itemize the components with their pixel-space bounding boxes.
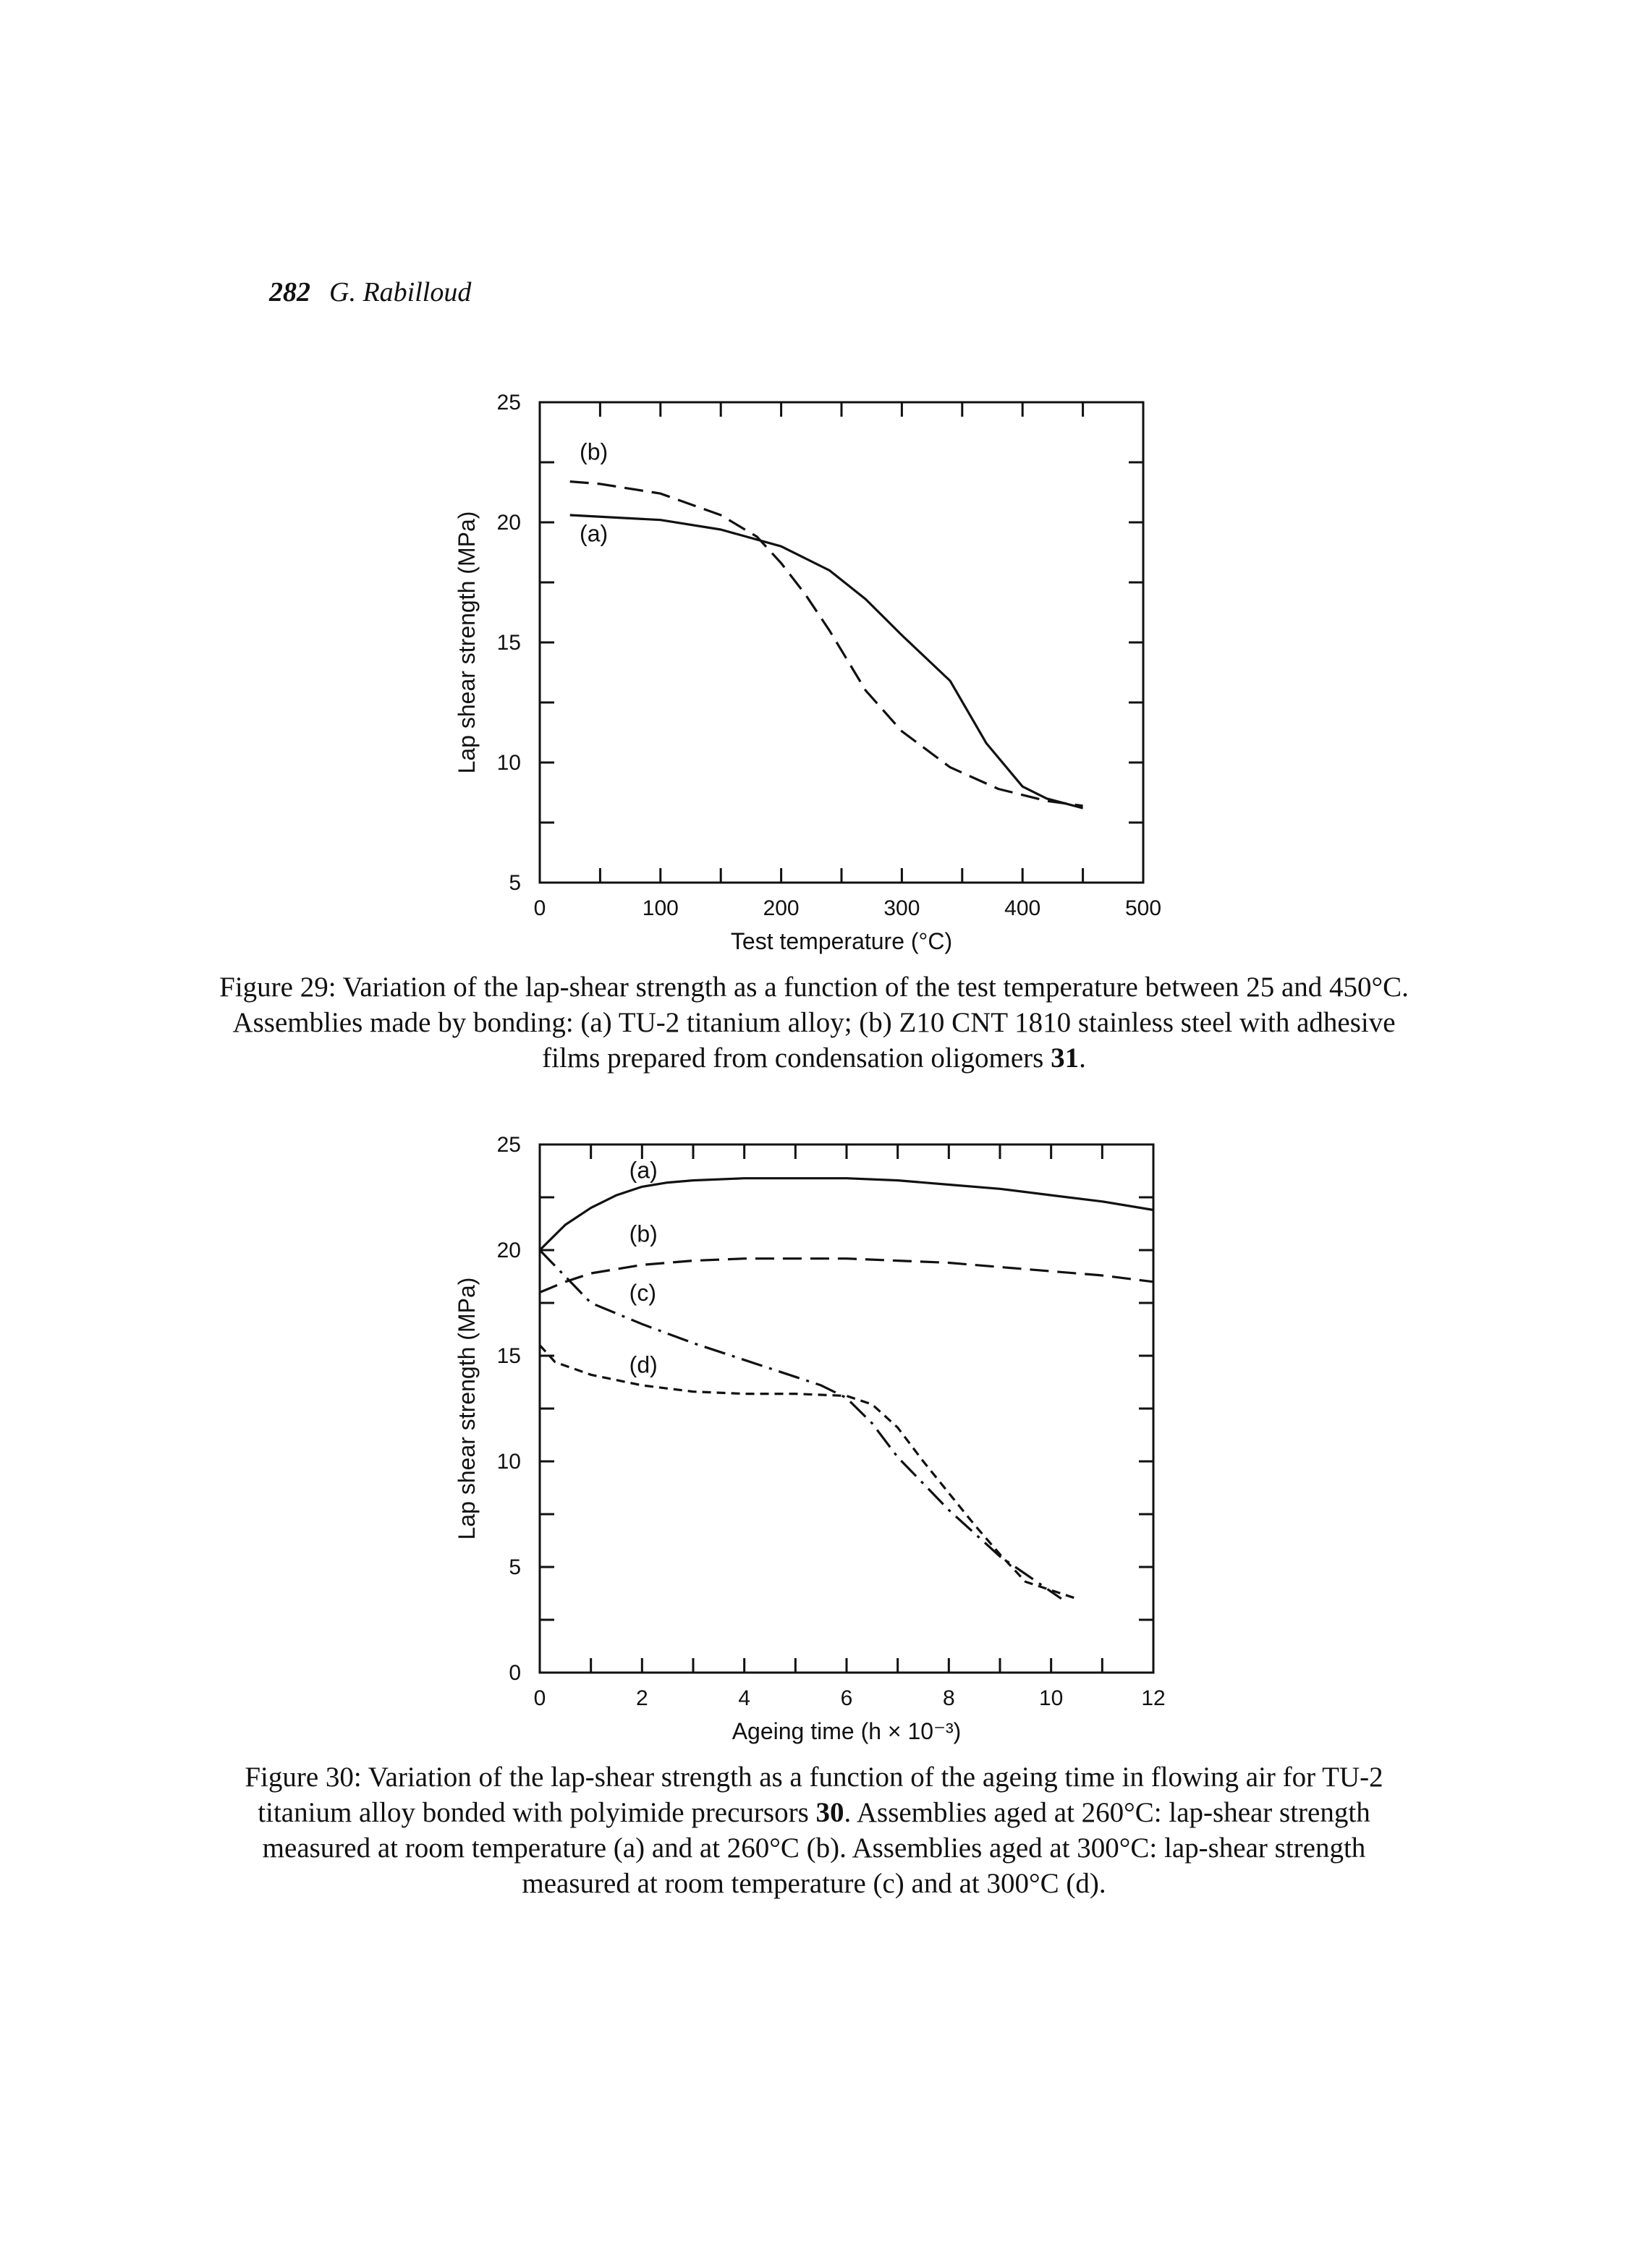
y-tick-label: 0 (509, 1661, 521, 1685)
x-tick-label: 2 (636, 1686, 648, 1710)
running-author: G. Rabilloud (329, 277, 472, 307)
figure-30-caption-text: Variation of the lap-shear strength as a… (258, 1762, 1383, 1828)
figure-30-caption: Figure 30: Variation of the lap-shear st… (217, 1759, 1411, 1901)
y-tick-label: 20 (497, 511, 521, 535)
x-axis-label: Test temperature (°C) (731, 928, 952, 954)
figure-30-caption-label: Figure 30: (245, 1762, 362, 1793)
y-tick-label: 20 (497, 1239, 521, 1262)
y-tick-label: 25 (497, 1133, 521, 1157)
series-line-d (538, 1344, 1077, 1600)
x-tick-label: 0 (534, 1686, 546, 1710)
series-label-a: (a) (629, 1158, 658, 1184)
series-label-d: (d) (629, 1351, 658, 1377)
series-label-b: (b) (580, 439, 608, 465)
figure-29-caption-label: Figure 29: (219, 972, 336, 1003)
x-tick-label: 500 (1125, 896, 1161, 920)
y-tick-label: 5 (509, 1555, 521, 1579)
figure-30-caption-ref: 30 (815, 1797, 844, 1828)
series-line-a (538, 1177, 1154, 1252)
series-label-c: (c) (629, 1280, 656, 1306)
series-label-b: (b) (629, 1220, 658, 1246)
y-tick-label: 25 (497, 391, 521, 415)
y-axis-label: Lap shear strength (MPa) (454, 511, 480, 774)
series-line-c (538, 1249, 1062, 1600)
y-axis-label: Lap shear strength (MPa) (454, 1278, 480, 1540)
figure-29-caption: Figure 29: Variation of the lap-shear st… (217, 969, 1411, 1076)
x-tick-label: 8 (943, 1686, 955, 1710)
x-tick-label: 0 (534, 896, 546, 920)
x-tick-label: 300 (883, 896, 920, 920)
x-axis-label: Ageing time (h × 10⁻³) (732, 1718, 962, 1744)
y-tick-label: 10 (497, 1450, 521, 1474)
x-tick-label: 200 (763, 896, 800, 920)
page-number: 282 (269, 277, 310, 307)
y-tick-label: 5 (509, 871, 521, 895)
figure-30-caption-end: . Assemblies aged at 260°C: lap-shear st… (262, 1797, 1370, 1899)
x-tick-label: 10 (1039, 1686, 1063, 1710)
series-line-a (569, 514, 1084, 810)
x-tick-label: 4 (738, 1686, 750, 1710)
y-tick-label: 15 (497, 631, 521, 655)
y-tick-label: 15 (497, 1344, 521, 1368)
series-label-a: (a) (580, 521, 608, 547)
running-header: 282 G. Rabilloud (269, 276, 471, 308)
series-line-b (539, 1257, 1154, 1294)
x-tick-label: 6 (841, 1686, 853, 1710)
figure-29-caption-end: . (1079, 1042, 1086, 1074)
x-tick-label: 400 (1004, 896, 1040, 920)
figure-29-caption-text: Variation of the lap-shear strength as a… (232, 972, 1409, 1074)
figure-29-caption-ref: 31 (1051, 1042, 1080, 1074)
y-tick-label: 10 (497, 751, 521, 775)
x-tick-label: 12 (1141, 1686, 1165, 1710)
x-tick-label: 100 (643, 896, 679, 920)
